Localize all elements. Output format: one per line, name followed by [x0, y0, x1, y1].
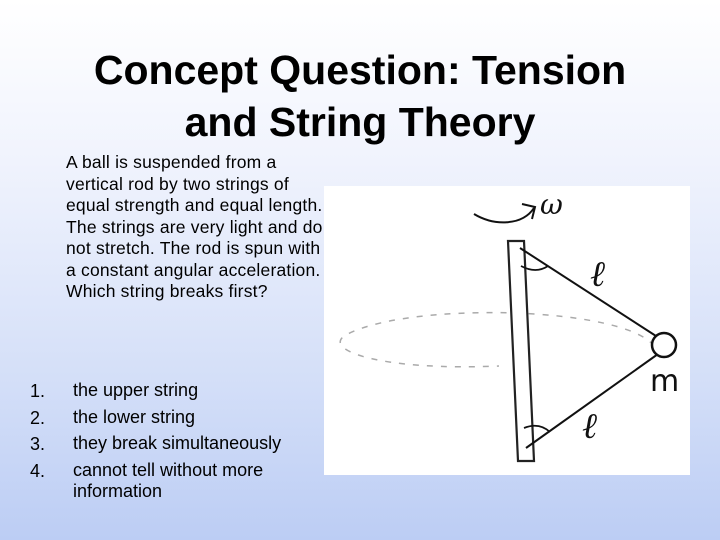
lower-string	[525, 353, 659, 449]
upper-length-label: ℓ	[590, 254, 605, 295]
rotation-arrow	[473, 207, 535, 224]
lower-length-label: ℓ	[582, 406, 597, 447]
upper-string	[519, 247, 657, 337]
question-text: A ball is suspended from a vertical rod …	[66, 152, 323, 301]
title-line-2: and String Theory	[184, 99, 536, 145]
mass-label: m	[650, 364, 679, 399]
option-number: 1.	[30, 381, 46, 401]
option-text: cannot tell without more information	[73, 459, 264, 502]
option-text: they break simultaneously	[73, 433, 282, 453]
answer-option-4[interactable]: 4. cannot tell without more information	[30, 458, 330, 506]
rotating-rod-figure: ω ℓ ℓ m	[324, 186, 690, 475]
option-number: 3.	[30, 434, 46, 454]
answer-option-2[interactable]: 2. the lower string	[30, 405, 330, 432]
vertical-rod	[506, 239, 536, 463]
option-text: the lower string	[73, 406, 196, 427]
rotation-arrowhead	[521, 203, 537, 220]
answer-option-3[interactable]: 3. they break simultaneously	[30, 431, 330, 458]
rotation-path-dashed	[339, 311, 655, 368]
omega-label: ω	[540, 188, 563, 221]
option-number: 2.	[30, 407, 46, 428]
title-line-1: Concept Question: Tension	[93, 47, 627, 93]
upper-angle-arc	[520, 265, 549, 271]
ball	[650, 331, 678, 359]
option-number: 4.	[30, 460, 46, 481]
slide-title: Concept Question: Tension and String The…	[40, 44, 680, 148]
answer-option-1[interactable]: 1. the upper string	[30, 378, 330, 405]
lower-angle-arc	[523, 424, 551, 433]
rod-ball-diagram: ω ℓ ℓ m	[339, 188, 679, 463]
answer-options: 1. the upper string 2. the lower string …	[30, 378, 330, 506]
option-text: the upper string	[73, 380, 199, 400]
